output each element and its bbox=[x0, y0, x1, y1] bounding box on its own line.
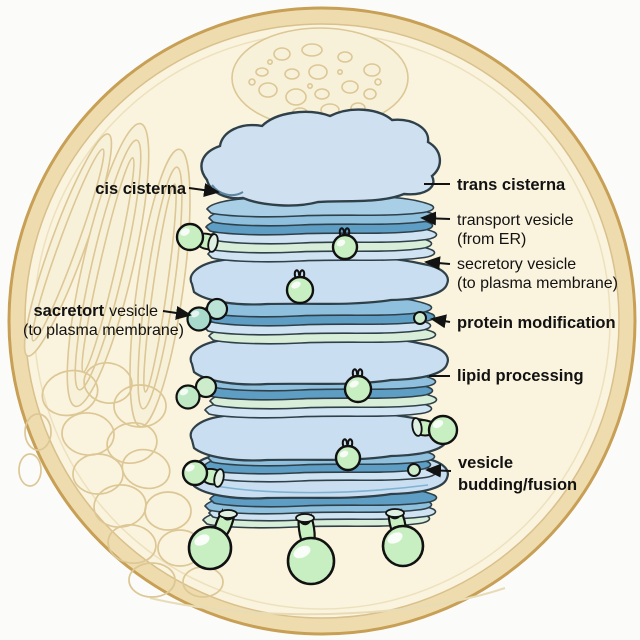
free-vesicle bbox=[334, 438, 362, 472]
free-vesicle bbox=[285, 269, 315, 305]
sacretort-vesicle-arrow bbox=[162, 306, 192, 320]
label-sacretort-vesicle-sub: (to plasma membrane) bbox=[23, 322, 184, 339]
membrane-bud bbox=[407, 463, 421, 477]
cis-cisterna-arrow bbox=[188, 183, 220, 198]
cytoplasm-texture-line bbox=[149, 587, 506, 616]
label-lipid-processing: lipid processing bbox=[457, 367, 584, 385]
label-transport-vesicle-sub: (from ER) bbox=[457, 231, 526, 248]
secreted-vesicle bbox=[286, 513, 336, 586]
label-protein-modification: protein modification bbox=[457, 314, 616, 332]
green-vesicle-pair bbox=[175, 375, 218, 410]
er-organelle bbox=[23, 122, 191, 428]
labels: cis cisterna trans cisterna transport ve… bbox=[23, 176, 618, 494]
transport-vesicle-arrow bbox=[420, 211, 451, 226]
golgi-cisterna-band bbox=[189, 255, 449, 306]
label-cis-cisterna: cis cisterna bbox=[95, 180, 187, 198]
protein-modification-arrow bbox=[430, 314, 451, 329]
secreted-vesicle bbox=[381, 508, 425, 568]
leader-lines bbox=[162, 183, 452, 478]
band-inner-line bbox=[215, 484, 429, 494]
golgi-cisterna-band bbox=[189, 411, 449, 462]
vesicle-budding-arrow bbox=[425, 463, 452, 478]
label-trans-cisterna: trans cisterna bbox=[457, 176, 566, 194]
golgi-stack bbox=[189, 108, 449, 529]
label-vesicle-budding-2: budding/fusion bbox=[458, 476, 577, 494]
budding-vesicle bbox=[181, 459, 225, 488]
free-vesicle bbox=[343, 368, 373, 404]
label-secretory-vesicle: secretory vesicle bbox=[457, 256, 576, 273]
label-vesicle-budding-1: vesicle bbox=[458, 454, 513, 472]
secretory-vesicle-pair bbox=[186, 297, 229, 332]
free-vesicle bbox=[331, 227, 359, 261]
golgi-cisterna-band bbox=[189, 335, 449, 386]
secretory-vesicle-arrow bbox=[424, 256, 451, 271]
golgi-vesicles bbox=[175, 222, 459, 586]
budding-vesicle bbox=[175, 222, 219, 253]
secreted-vesicle bbox=[187, 509, 238, 571]
golgi-cisterna-top bbox=[200, 108, 441, 207]
budding-vesicle bbox=[411, 414, 459, 446]
membrane-bud bbox=[413, 311, 427, 325]
vesicle-cluster-organelle bbox=[18, 362, 224, 598]
label-secretory-vesicle-sub: (to plasma membrane) bbox=[457, 275, 618, 292]
label-transport-vesicle: transport vesicle bbox=[457, 212, 574, 229]
